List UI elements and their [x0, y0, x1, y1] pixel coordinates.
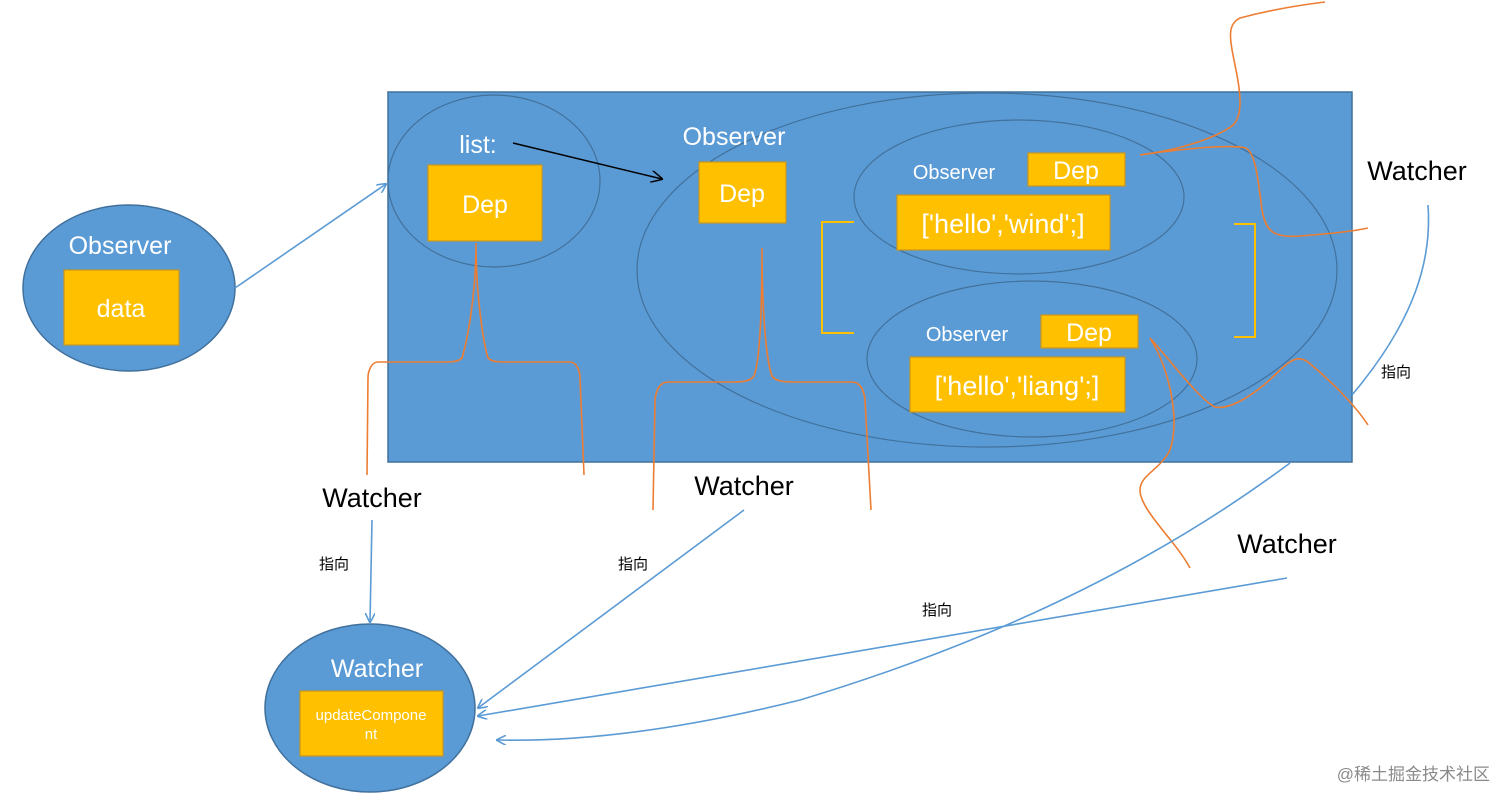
list-dep-label: Dep [462, 191, 508, 219]
liang-points-to-label: 指向 [922, 602, 952, 619]
liang-array-box [909, 356, 1126, 413]
data-to-list-arrow [234, 184, 386, 289]
liang-watcher-points-arrow [478, 577, 1288, 716]
watermark-text: @稀土掘金技术社区 [1337, 765, 1490, 784]
update-component-box [299, 690, 444, 757]
array-observer-label: Observer [683, 123, 786, 151]
liang-observer-label: Observer [926, 324, 1009, 346]
wind-dep-label: Dep [1053, 157, 1099, 185]
list-points-to-label: 指向 [319, 556, 349, 573]
liang-dep-label: Dep [1066, 319, 1112, 347]
list-label: list: [459, 131, 497, 159]
liang-array-label: ['hello','liang';] [935, 371, 1100, 401]
list-to-array-observer-arrow [512, 142, 662, 179]
array-observer-ellipse [636, 92, 1338, 448]
wind-watcher-points-curve [1351, 204, 1430, 396]
wind-array-label: ['hello','wind';] [921, 209, 1084, 239]
liang-observer-ellipse [866, 280, 1198, 438]
wind-dep-watcher-brace [1139, 1, 1369, 238]
array-watcher-points-arrow [478, 509, 745, 708]
data-observer-label: Observer [69, 232, 172, 260]
list-dep-box [427, 164, 543, 242]
wind-points-to-label: 指向 [1381, 364, 1411, 381]
wind-observer-label: Observer [913, 162, 996, 184]
wind-dep-box [1027, 152, 1126, 187]
liang-dep-watcher-brace [1139, 337, 1369, 569]
update-component-label-line2: nt [365, 726, 378, 743]
array-dep-label: Dep [719, 180, 765, 208]
component-data-panel [387, 91, 1353, 463]
list-watcher-label: Watcher [322, 483, 422, 513]
update-component-label-line1: updateCompone [316, 707, 427, 724]
list-dep-watcher-brace [366, 242, 585, 476]
panel-to-render-curve-arrow [497, 462, 1291, 740]
data-box-label: data [97, 295, 146, 323]
list-watcher-points-arrow [370, 519, 372, 622]
liang-dep-box [1040, 314, 1139, 349]
render-watcher-label: Watcher [331, 655, 423, 683]
array-dep-watcher-brace [652, 247, 872, 511]
array-right-bracket [1234, 223, 1256, 338]
array-points-to-label: 指向 [618, 556, 648, 573]
liang-watcher-label: Watcher [1237, 529, 1337, 559]
array-watcher-label: Watcher [694, 471, 794, 501]
array-left-bracket [821, 221, 854, 334]
wind-array-box [896, 194, 1111, 251]
array-dep-box [698, 161, 787, 224]
wind-watcher-label: Watcher [1367, 156, 1467, 186]
list-dep-ellipse [387, 94, 601, 268]
data-box [63, 269, 180, 346]
wind-observer-ellipse [853, 119, 1185, 275]
